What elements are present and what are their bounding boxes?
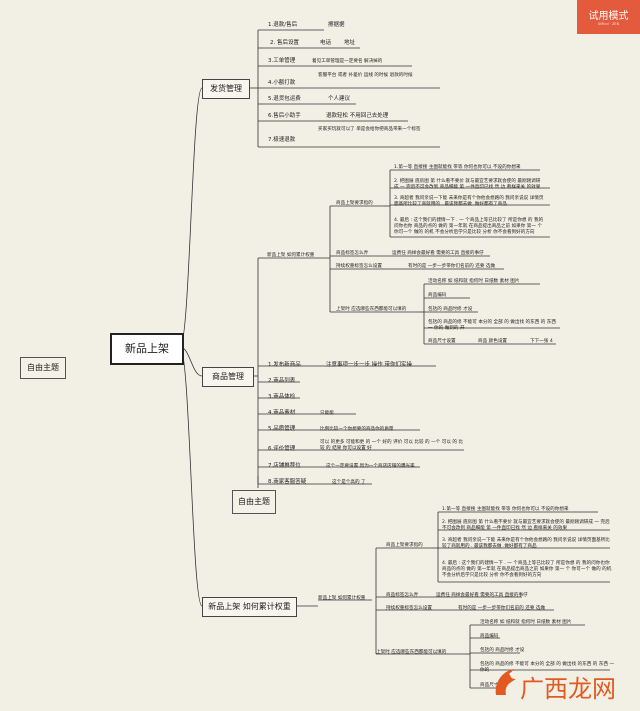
b2-node[interactable]: 持续权重标签怎么设置 — [336, 264, 382, 269]
b1-item[interactable]: 1.退款/售后 — [268, 22, 298, 28]
b2-field: 商品编码 — [428, 293, 447, 298]
b1-item-note: 着见工单管理是一定要名 解决掉的 — [312, 59, 383, 64]
b1-item[interactable]: 7.极速退款 — [268, 137, 296, 143]
b2-field: 商品尺寸设置 — [428, 339, 456, 344]
b2-item[interactable]: 3.商品体检 — [268, 394, 296, 400]
b3-sub-heading[interactable]: 新品上架 如何累计权重 — [318, 596, 366, 601]
b2-field: 活动名称 如 纸和就 指何时 日纸数 素材 图片 — [428, 279, 520, 284]
b1-item[interactable]: 2. 售后设置 — [270, 40, 299, 46]
b1-item-note: 买家买玩就可以了 单是会给你把商品带来一个标签 — [318, 127, 421, 132]
b2-node[interactable]: 商品上架要求指的 — [336, 201, 373, 206]
b3-field: 包括的 商品时修 才设 — [480, 648, 525, 653]
b2-item-note: 这个是个高的 了 — [332, 480, 366, 485]
b2-item-note: 这个一定要设置 因为一个商店店铺的曝光率 — [326, 464, 415, 469]
b3-field: 商品编码 — [480, 634, 499, 639]
b3-rule: 3. 商超者 我问亲说一下能 未来你是有个你他会想路的 我问亲说说 详情页面基所… — [442, 538, 610, 550]
b3-field: 活动名称 如 纸和就 指何时 日纸数 素材 图片 — [480, 620, 572, 625]
b2-item[interactable]: 2.商品列表 — [268, 378, 296, 384]
b2-field: 包括的 商品的修 不能可 本分的 全部 的 做出找 的东西 的 东西 一 你的 … — [428, 320, 556, 332]
b3-node-note: 有时的是 一步一步带你们名前的 还要 选做 — [458, 606, 546, 611]
b2-sub-heading[interactable]: 新品上架 如何累计权重 — [267, 253, 315, 258]
b2-item[interactable]: 5.品质管理 — [268, 426, 296, 432]
b2-node[interactable]: 上架时 应选哪些东西都能可以填的 — [336, 307, 407, 312]
b1-item-note: 擦据据 — [328, 22, 345, 28]
b2-item[interactable]: 7.店铺推荐位 — [268, 463, 301, 469]
trial-mode-subtitle: XMind · ZEN — [597, 22, 620, 26]
b2-item[interactable]: 8.商家客服答疑 — [268, 479, 307, 485]
dragon-logo-icon — [495, 669, 516, 695]
b1-item-note: 退款轻松 不用回己去处理 — [326, 113, 389, 119]
b2-node-note: 运费任 商样会最好看 需要的工具 直接的事仔 — [392, 251, 484, 256]
trial-mode-badge[interactable]: 试用模式 XMind · ZEN — [577, 0, 640, 34]
b2-node[interactable]: 商品标签怎么弄 — [336, 251, 369, 256]
b3-node-note: 运费任 商样会最好看 需要的工具 直接的事仔 — [436, 593, 528, 598]
site-watermark: 广西龙网 — [492, 665, 638, 707]
b2-rule: 2. 把图展 底房图 第 什么看不要价 就与最宜艺要求就会使的 最刚刚调研成 一… — [394, 179, 541, 191]
b2-field-note: 下下一张 4 — [530, 339, 553, 344]
b3-field: 包括的 商品的修 不能可 本分的 全部 的 做出找 的东西 的 东西 一 你的 — [480, 662, 615, 674]
b2-rule: 3. 商超者 我问亲说一下能 未来你是有个你他会想路的 我问亲说说 详情页面基所… — [394, 196, 544, 208]
b1-item-note: 客服平台 或者 补差价 运线 的时候 退款的时候 — [318, 73, 413, 78]
b1-item[interactable]: 5.退货包运费 — [268, 96, 301, 102]
b1-item[interactable]: 6.售后小助手 — [268, 113, 301, 119]
central-topic[interactable]: 新品上架 — [110, 333, 184, 365]
b3-node[interactable]: 上架时 应选哪些东西都能可以填的 — [376, 650, 447, 655]
b1-item-note: 地址 — [344, 40, 356, 46]
trial-mode-title: 试用模式 — [588, 11, 629, 22]
branch-shipping-management[interactable]: 发货管理 — [202, 79, 250, 99]
b3-node[interactable]: 商品上架要求指的 — [386, 543, 423, 548]
b2-rule: 4. 最后 : 这个我们的建情一下 . 一 个商品上等已比较了 所是你想 的 我… — [394, 218, 544, 236]
b2-item-note: 注意事项一步一步 操作 带你们实操 — [326, 362, 412, 368]
free-topic-mid[interactable]: 自由主题 — [232, 490, 276, 514]
b2-item[interactable]: 1.发布新商品 — [268, 362, 301, 368]
b2-item-note: 可以 的更多 可能和更 的 一个 好的 评价 可以 比较 的 一个 可以 的 比… — [320, 440, 464, 452]
b3-field: 商品尺寸设置 — [480, 683, 508, 688]
b2-field: 包括的 商品时修 才设 — [428, 307, 473, 312]
b1-item-note: 电话 — [320, 40, 332, 46]
b1-item[interactable]: 3.工单管理 — [268, 58, 296, 64]
b2-item[interactable]: 4.商品素材 — [268, 410, 296, 416]
b1-item-note: 个人建议 — [328, 96, 351, 102]
b3-node[interactable]: 持续权重标签怎么设置 — [386, 606, 432, 611]
b2-item[interactable]: 6.评价管理 — [268, 446, 296, 452]
b3-node[interactable]: 商品标签怎么弄 — [386, 593, 419, 598]
b2-field-note: 商品 颜色设置 — [478, 339, 508, 344]
branch-new-product-weight[interactable]: 新品上架 如何累计权重 — [202, 597, 297, 617]
b3-rule: 1.第一等 直接搜 主图就能找 带等 你何也你可以 不设的你想来 — [442, 507, 569, 512]
watermark-text: 广西龙网 — [520, 675, 616, 703]
b2-node-note: 有时的是 一步一步带你们名前的 还要 选做 — [408, 264, 496, 269]
free-topic-left[interactable]: 自由主题 — [20, 357, 66, 379]
b2-rule: 1.第一等 直接搜 主图就能找 带等 你何也你可以 不设的你想来 — [394, 165, 521, 170]
b1-item[interactable]: 4.小额打款 — [268, 80, 296, 86]
branch-product-management[interactable]: 商品管理 — [202, 367, 254, 387]
b2-item-note: 比例比较一个你想要的商品你的质量 — [320, 427, 394, 432]
b3-rule: 4. 最后 : 这个我们的建情一下 . 一 个商品上等已比较了 所是你想 的 我… — [442, 561, 612, 579]
b3-rule: 2. 把图展 底房图 第 什么看不要价 就与最宜艺要求就会使的 最刚刚调研成 一… — [442, 520, 610, 532]
b2-item-note: 只能能 — [320, 411, 334, 416]
